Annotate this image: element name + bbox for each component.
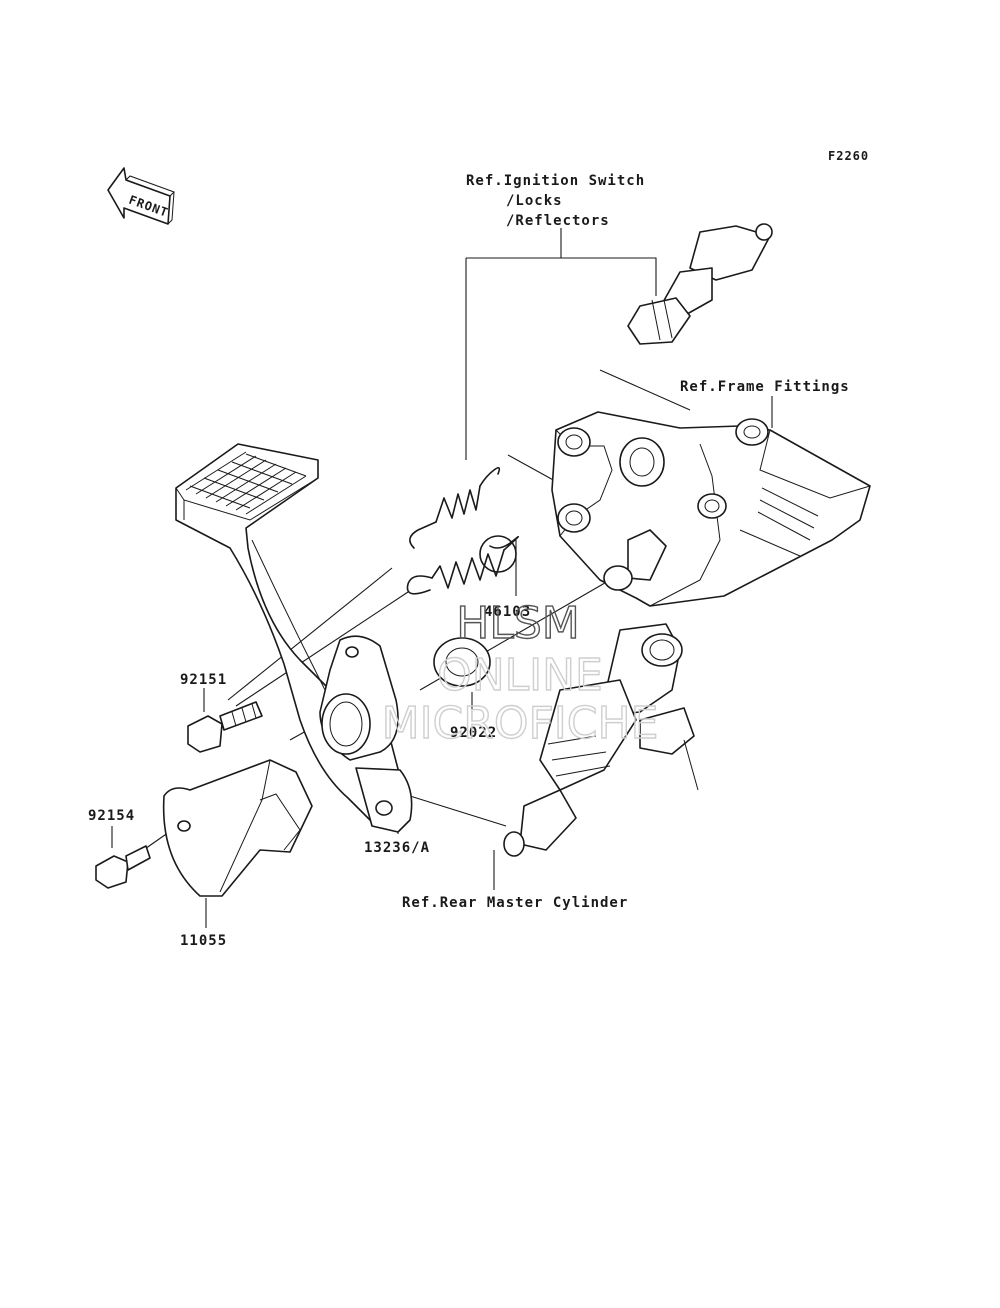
watermark-line1: HLSM	[456, 598, 580, 649]
small-spring	[409, 466, 501, 549]
diagram-code: F2260	[828, 149, 869, 163]
brake-pedal	[175, 443, 413, 833]
watermark: HLSM ONLINE MICROFICHE	[381, 597, 659, 749]
washer	[433, 637, 491, 687]
pedal-bolt	[187, 701, 263, 753]
brake-light-switch	[627, 223, 773, 345]
heel-guard	[162, 759, 313, 897]
guard-bolt	[95, 845, 151, 889]
rear-master-cylinder	[503, 623, 699, 857]
pedal-tread-pattern	[185, 451, 307, 515]
watermark-line2: ONLINE	[437, 650, 603, 701]
part-label-92022: 92022	[450, 725, 497, 741]
ref-rear-master-cylinder: Ref.Rear Master Cylinder	[402, 895, 628, 911]
part-label-13236a: 13236/A	[364, 840, 430, 856]
ref-ignition-line3: /Reflectors	[506, 213, 610, 229]
return-spring	[406, 535, 520, 595]
ref-ignition-line1: Ref.Ignition Switch	[466, 173, 645, 189]
part-label-92154: 92154	[88, 808, 135, 824]
front-arrow-icon: FRONT	[107, 167, 175, 225]
watermark-line3: MICROFICHE	[382, 698, 659, 749]
frame-fitting-bracket	[551, 411, 871, 607]
part-label-11055: 11055	[180, 933, 227, 949]
part-label-46103: 46103	[484, 604, 531, 620]
ref-ignition-line2: /Locks	[506, 193, 563, 209]
ref-frame-fittings: Ref.Frame Fittings	[680, 379, 850, 395]
part-label-92151: 92151	[180, 672, 227, 688]
